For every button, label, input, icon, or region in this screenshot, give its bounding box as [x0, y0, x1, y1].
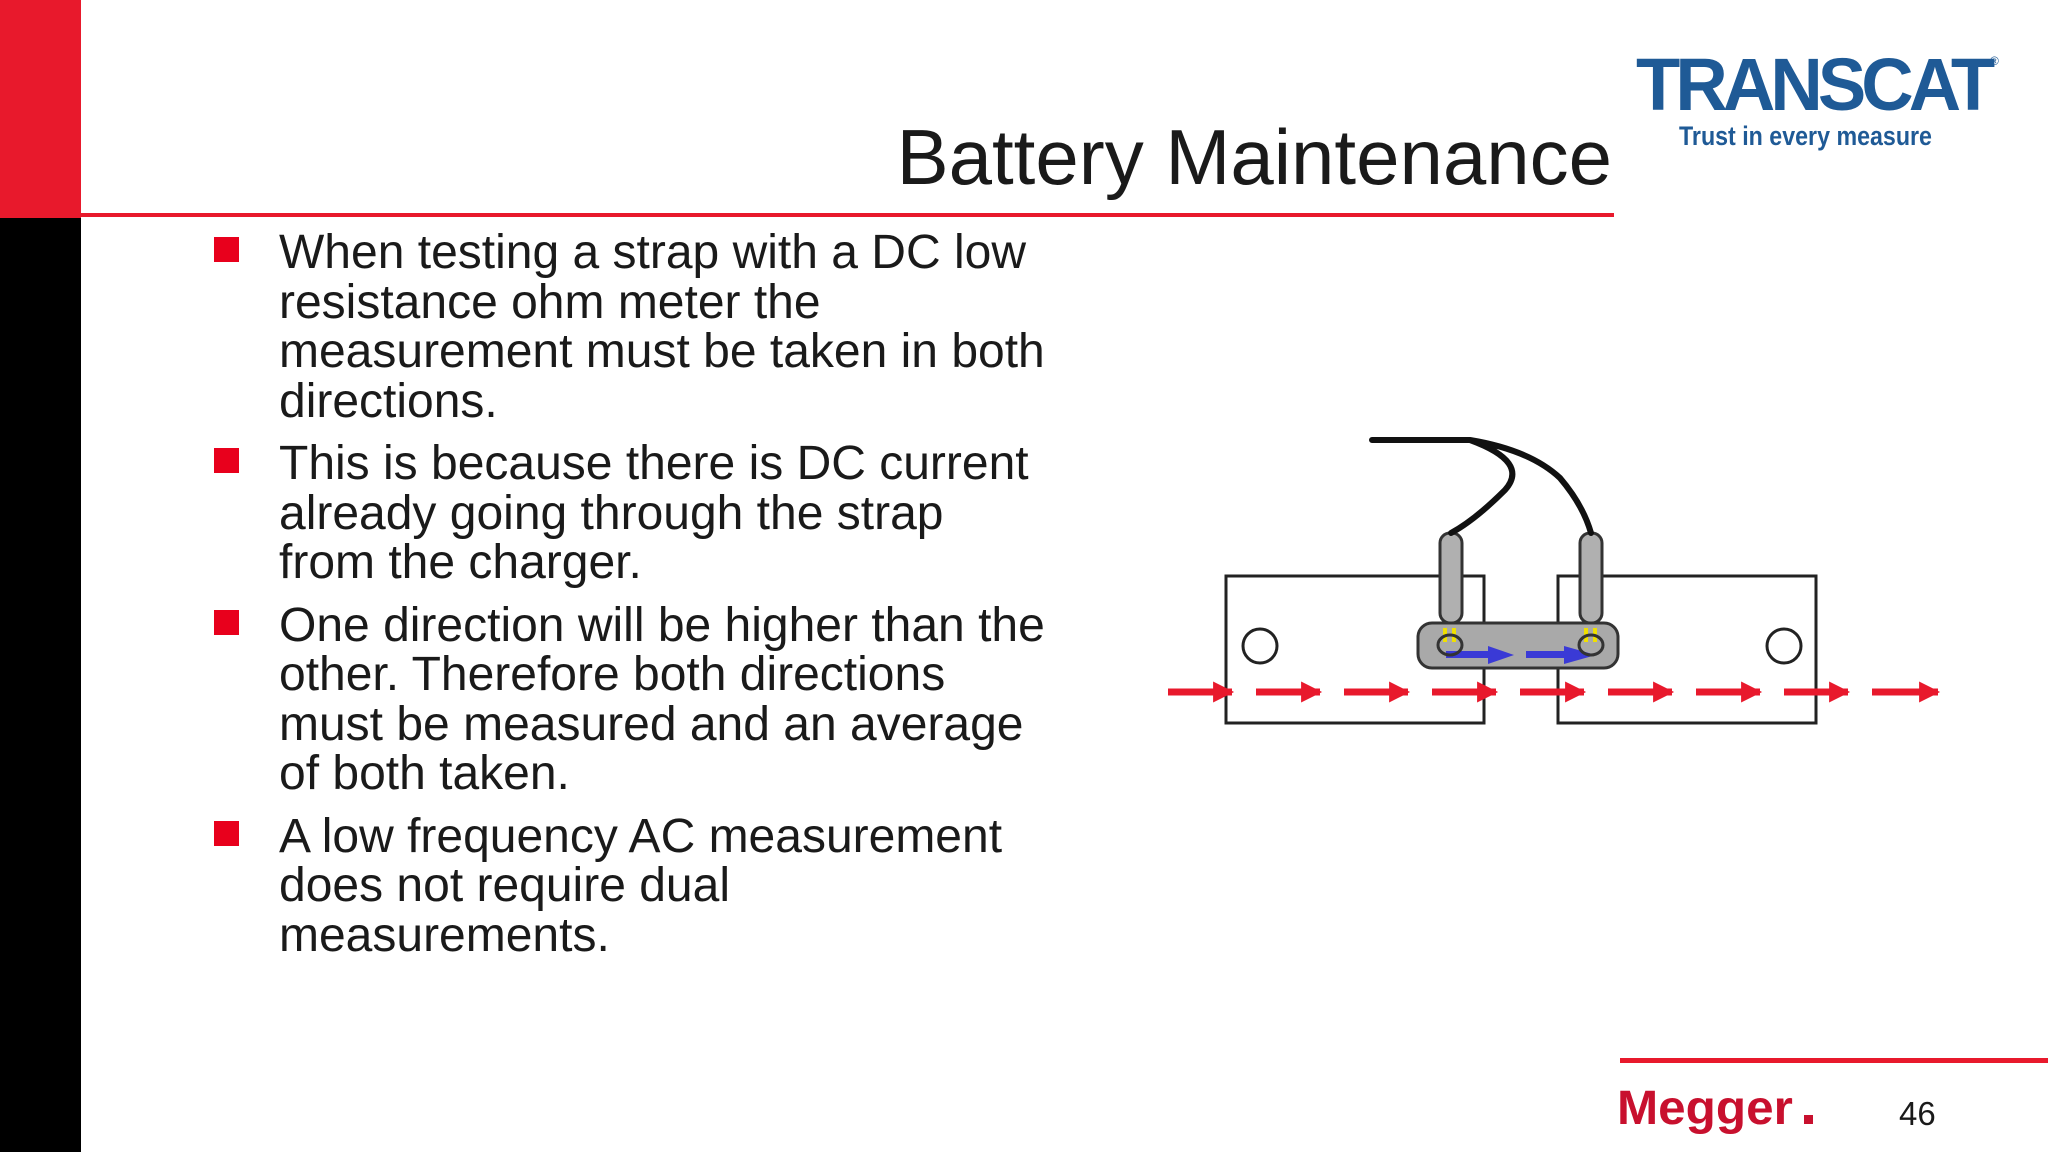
- bullet-list: When testing a strap with a DC low resis…: [208, 228, 1108, 973]
- left-bolt-hole: [1241, 627, 1279, 665]
- bullet-text: This is because there is DC current alre…: [279, 437, 1029, 589]
- transcat-logo: TRANSCAT ® Trust in every measure: [1636, 48, 2006, 158]
- sidebar-red-block: [0, 0, 81, 218]
- slide-title: Battery Maintenance: [896, 113, 1612, 201]
- battery-strap-diagram: [1168, 437, 1941, 725]
- megger-logo-dot: [1804, 1115, 1813, 1124]
- bullet-text: One direction will be higher than the ot…: [279, 598, 1045, 800]
- bullet-text: A low frequency AC measurement does not …: [279, 809, 1003, 962]
- logo-wordmark: TRANSCAT: [1636, 43, 1995, 126]
- sidebar-black-block: [0, 218, 81, 1152]
- bullet-text: When testing a strap with a DC low resis…: [279, 226, 1045, 428]
- footer-rule: [1620, 1058, 2048, 1063]
- page-number: 46: [1899, 1095, 1936, 1132]
- bullet-item: One direction will be higher than the ot…: [208, 598, 1108, 800]
- square-bullet-icon: [214, 448, 239, 473]
- test-probe-left: [1436, 531, 1464, 657]
- square-bullet-icon: [214, 237, 239, 262]
- logo-registered-mark: ®: [1990, 54, 1999, 68]
- right-bolt-hole: [1765, 627, 1803, 665]
- probe-lead-wires: [1369, 437, 1594, 536]
- bullet-item: When testing a strap with a DC low resis…: [208, 228, 1108, 426]
- title-rule: [81, 213, 1614, 217]
- square-bullet-icon: [214, 609, 239, 635]
- bullet-item: A low frequency AC measurement does not …: [208, 809, 1108, 962]
- square-bullet-icon: [214, 820, 239, 846]
- measurement-arrow-pair: [1446, 646, 1596, 664]
- logo-tagline: Trust in every measure: [1679, 121, 1932, 151]
- bullet-item: This is because there is DC current alre…: [208, 439, 1108, 588]
- megger-logo: Megger: [1617, 1082, 1793, 1135]
